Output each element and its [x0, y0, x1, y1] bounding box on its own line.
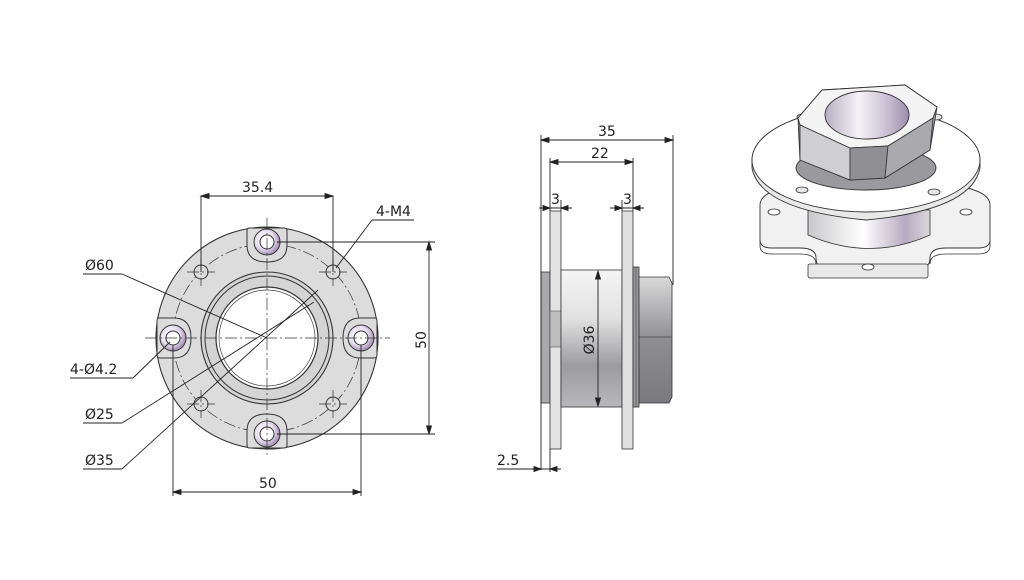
- dim-text-3-right: 3: [623, 192, 632, 208]
- dim-35-4: [199, 192, 335, 272]
- dim-text-35: 35: [598, 124, 616, 140]
- dim-text-diameter-25: Ø25: [85, 407, 114, 423]
- dim-text-35-4: 35.4: [242, 180, 273, 196]
- dim-50-vertical: [277, 240, 435, 436]
- dim-22: [548, 158, 635, 211]
- dim-text-50-horizontal: 50: [259, 476, 277, 492]
- hex-nut: [638, 276, 673, 404]
- dim-text-2-5: 2.5: [497, 453, 519, 469]
- dim-text-diameter-35: Ø35: [85, 453, 114, 469]
- dim-text-4-m4: 4-M4: [376, 204, 411, 220]
- dim-text-3-left: 3: [551, 192, 560, 208]
- front-view: 35.4 4-M4 Ø60 4-Ø4.2 Ø25 Ø35: [70, 180, 435, 496]
- body-cylinder: [560, 269, 623, 408]
- dim-text-50-vertical: 50: [414, 331, 430, 349]
- dim-text-diameter-60: Ø60: [85, 258, 114, 274]
- dim-text-4-diameter-4-2: 4-Ø4.2: [70, 362, 117, 378]
- dim-35: [539, 135, 675, 470]
- side-view: Ø36 35 22 3 3: [497, 124, 675, 473]
- dim-50-horizontal: [171, 345, 363, 496]
- right-flange: [621, 210, 634, 450]
- iso-bore: [824, 90, 910, 140]
- dim-text-diameter-36: Ø36: [582, 325, 598, 354]
- isometric-view: [751, 84, 991, 279]
- dim-text-22: 22: [591, 146, 609, 162]
